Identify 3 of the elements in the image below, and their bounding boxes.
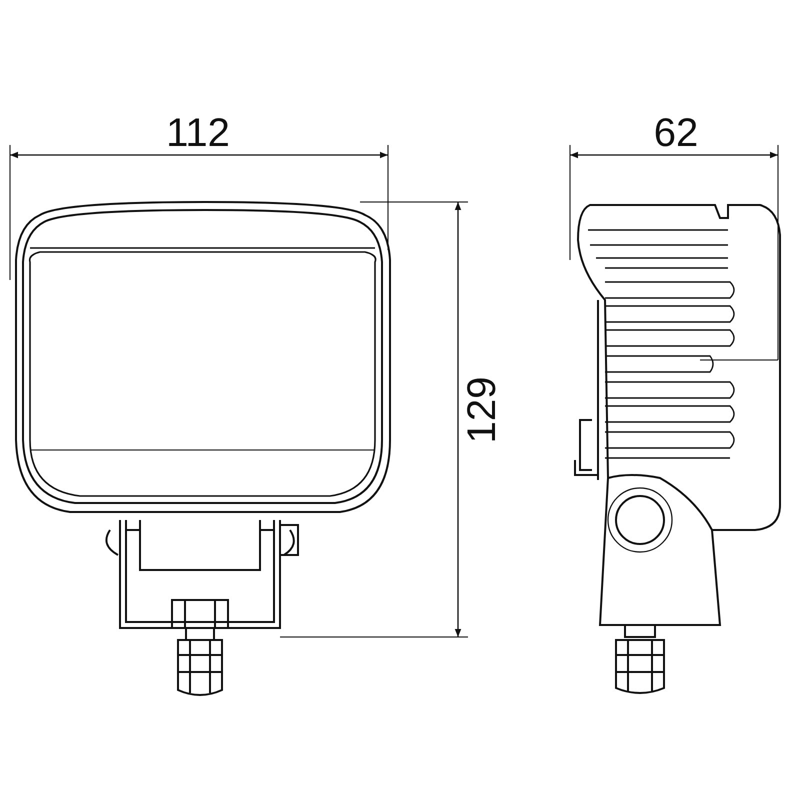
dimension-label: 129 <box>462 376 502 444</box>
dimension-label: 112 <box>166 113 230 153</box>
dimension-label: 62 <box>654 113 698 153</box>
